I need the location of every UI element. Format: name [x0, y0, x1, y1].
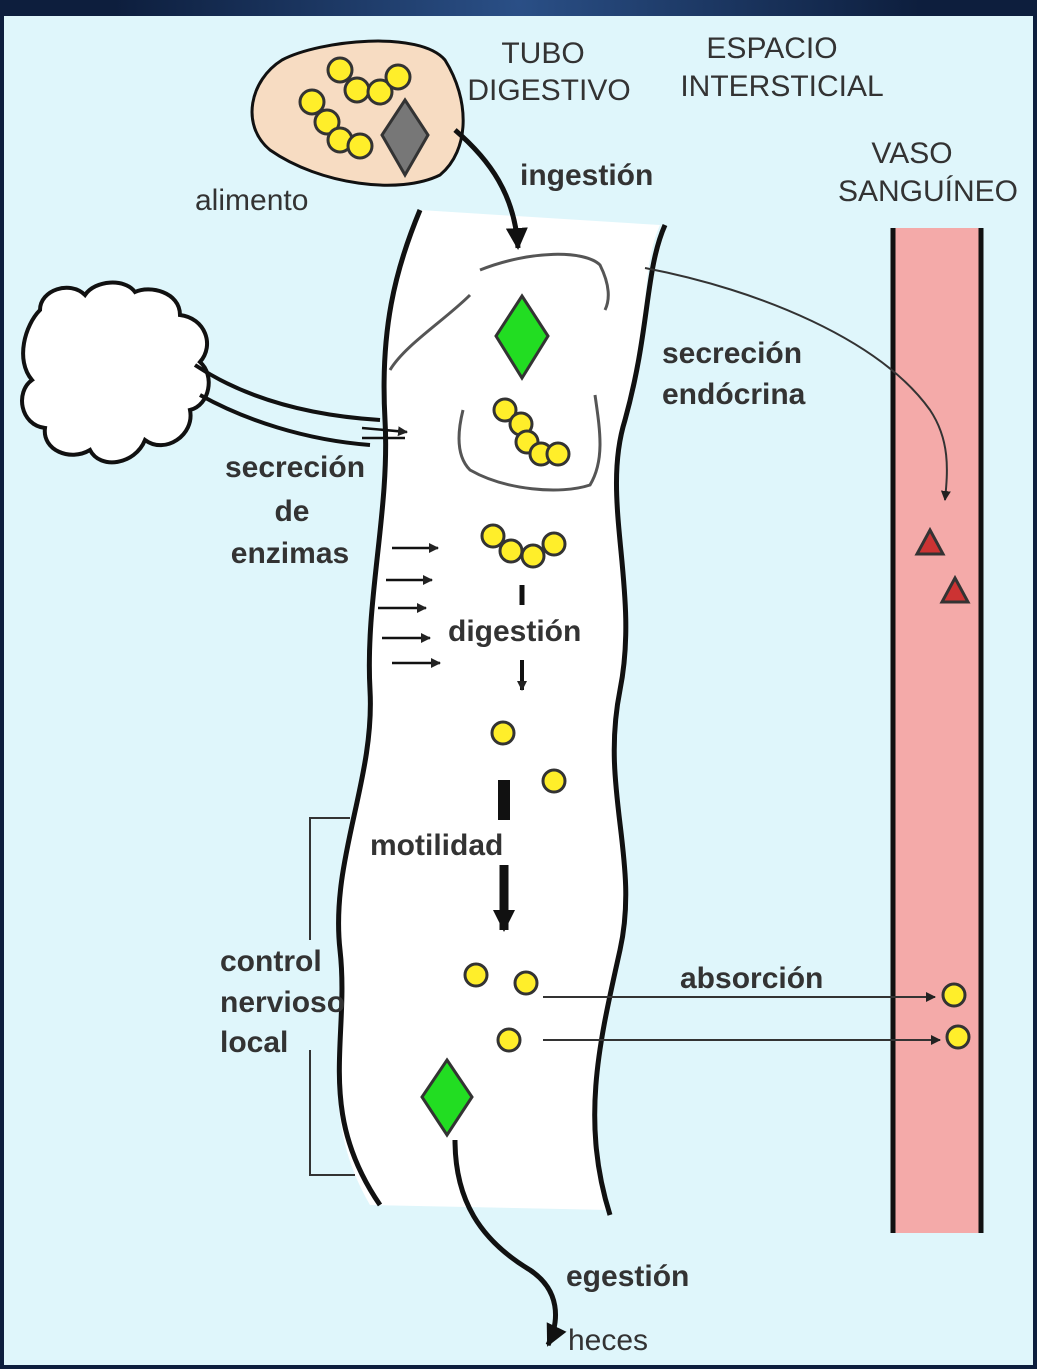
enzymes-label-line2: de: [274, 495, 309, 528]
control-label-line1: control: [220, 945, 322, 978]
espacio-label-line2: INTERSTICIAL: [680, 70, 883, 103]
absorption-label: absorción: [680, 962, 823, 995]
endocrine-label-line2: endócrina: [662, 378, 806, 411]
gland: [22, 283, 380, 463]
nutrient: [492, 722, 514, 744]
control-label-line3: local: [220, 1026, 288, 1059]
absorbed-nutrient: [943, 984, 965, 1006]
enzymes-label-line1: secreción: [225, 451, 365, 484]
espacio-label-line1: ESPACIO: [706, 32, 837, 65]
endocrine-label-line1: secreción: [662, 337, 802, 370]
vaso-label-line1: VASO: [871, 137, 952, 170]
absorbed-nutrient: [947, 1026, 969, 1048]
heces-label: heces: [568, 1324, 648, 1357]
enzymes-label-line3: enzimas: [231, 537, 349, 570]
ingestion-label: ingestión: [520, 159, 653, 192]
vaso-label-line2: SANGUÍNEO: [838, 175, 1018, 208]
digestive-tube: [338, 210, 665, 1215]
nutrient: [543, 770, 565, 792]
nutrient: [465, 964, 487, 986]
blood-vessel: [893, 228, 981, 1233]
motility-label: motilidad: [370, 829, 503, 862]
food-item: [252, 41, 463, 185]
tubo-label-line1: TUBO: [501, 37, 584, 70]
egestion-label: egestión: [566, 1260, 689, 1293]
nutrient: [515, 972, 537, 994]
alimento-label: alimento: [195, 184, 308, 217]
digestion-label: digestión: [448, 615, 581, 648]
gland-duct-bottom: [200, 395, 370, 445]
gland-duct-top: [195, 365, 380, 420]
tubo-label-line2: DIGESTIVO: [467, 74, 630, 107]
nutrient: [498, 1029, 520, 1051]
control-label-line2: nervioso: [220, 986, 345, 1019]
